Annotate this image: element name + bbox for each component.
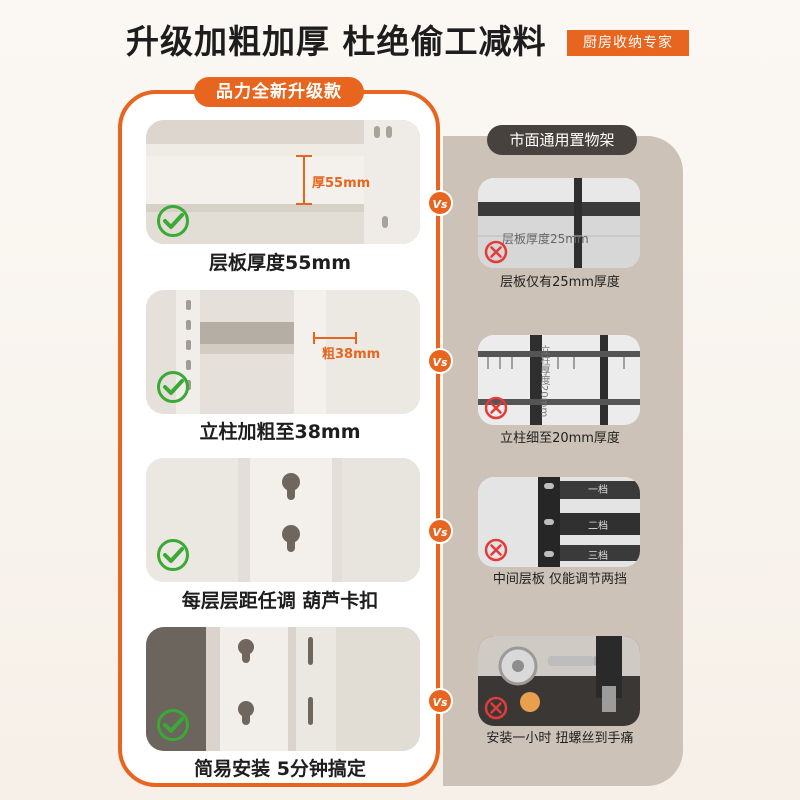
vs-badge: Vs (427, 688, 453, 714)
vs-badge: Vs (427, 190, 453, 216)
headline: 升级加粗加厚 杜绝偷工减料 (126, 22, 547, 61)
keyhole-buckle-caption: 每层层距任调 葫芦卡扣 (181, 590, 379, 612)
check-circle-icon (157, 709, 189, 741)
thin-shelf-photo: 层板厚度25mm (478, 178, 640, 268)
check-circle-icon (157, 539, 189, 571)
shelf-thickness-caption: 层板厚度55mm (208, 252, 352, 274)
thin-post-overlay: 立柱厚度20mm (538, 345, 549, 418)
post-thickness-overlay: 粗38mm (322, 347, 381, 362)
level-label-2: 二档 (588, 521, 608, 532)
check-circle-icon (157, 371, 189, 403)
limited-levels-caption: 中间层板 仅能调节两挡 (492, 572, 628, 587)
easy-install-photo (146, 627, 420, 751)
thin-post-caption: 立柱细至20mm厚度 (500, 431, 620, 446)
vs-badge: Vs (427, 518, 453, 544)
shelf-thickness-photo: 厚55mm (146, 120, 420, 244)
upgraded-product-tag: 品力全新升级款 (194, 77, 364, 107)
cross-circle-icon (484, 240, 508, 264)
post-thickness-caption: 立柱加粗至38mm (199, 421, 361, 443)
cross-circle-icon (484, 696, 508, 720)
check-circle-icon (157, 205, 189, 237)
vs-badge: Vs (427, 348, 453, 374)
shelf-thickness-overlay: 厚55mm (312, 176, 371, 191)
easy-install-caption: 简易安装 5分钟搞定 (194, 758, 366, 780)
brand-badge: 厨房收纳专家 (567, 30, 689, 56)
level-label-1: 一档 (588, 485, 608, 496)
thin-shelf-caption: 层板仅有25mm厚度 (500, 275, 620, 290)
generic-product-tag: 市面通用置物架 (487, 125, 637, 155)
screws-caption: 安装一小时 扭螺丝到手痛 (486, 731, 634, 746)
level-label-3: 三档 (588, 551, 608, 562)
cross-circle-icon (484, 538, 508, 562)
cross-circle-icon (484, 396, 508, 420)
thin-shelf-overlay: 层板厚度25mm (502, 232, 589, 246)
post-thickness-photo: 粗38mm (146, 290, 420, 414)
keyhole-buckle-photo (146, 458, 420, 582)
